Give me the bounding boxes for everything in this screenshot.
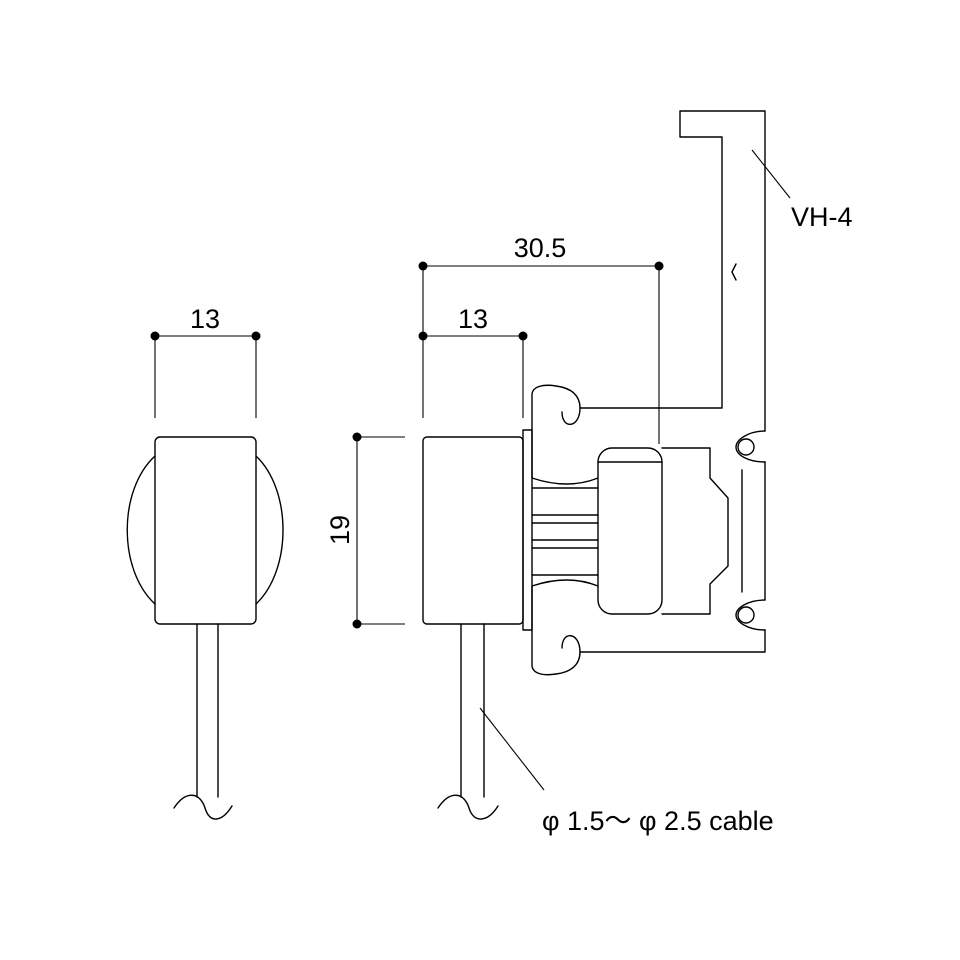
front-dim-13-dot-right <box>251 331 261 341</box>
front-dim-13-label: 13 <box>190 304 220 334</box>
side-view-cable <box>460 623 485 798</box>
front-view: 13 <box>126 304 284 820</box>
side-view-rail-hole-top <box>737 438 755 456</box>
cable-spec-leader <box>479 707 545 791</box>
front-view-clip-body <box>154 436 257 625</box>
side-view-lower-hook <box>531 585 766 676</box>
side-view-upper-hook-notch <box>561 407 581 425</box>
side-view-channel-3 <box>531 579 599 587</box>
side-dim-13-dot-right <box>518 331 528 341</box>
side-dim-19-label: 19 <box>325 515 355 545</box>
side-view-inner-block-outline <box>661 447 729 615</box>
side-view-clip-plate <box>522 429 533 631</box>
front-view-oval-right <box>255 455 284 605</box>
side-view-lower-hook-notch <box>561 635 581 653</box>
front-view-oval <box>126 455 156 605</box>
side-dim-30-5-dot-right <box>654 261 664 271</box>
side-dim-13-dot-left <box>418 331 428 341</box>
side-view-cable-break <box>437 794 499 820</box>
side-dim-13-label: 13 <box>458 304 488 334</box>
side-view-rail-nick <box>731 263 737 281</box>
front-view-cable <box>196 623 219 798</box>
side-view-inner-block <box>597 447 663 615</box>
rail-model-label: VH-4 <box>791 202 853 232</box>
side-view-rail-hole-bottom <box>737 606 755 624</box>
front-view-cable-break <box>173 794 233 820</box>
side-view-clip-body <box>422 436 524 625</box>
rail-model-leader <box>751 149 791 199</box>
side-view-upper-hook <box>531 110 766 479</box>
side-dim-19-dot-bottom <box>352 619 362 629</box>
side-view-channel-1 <box>531 477 599 485</box>
side-dim-30-5-label: 30.5 <box>514 233 567 263</box>
side-view: 30.5 13 19 VH-4 φ 1.5～ φ 2.5 cable <box>325 110 853 836</box>
side-dim-30-5-dot-left <box>418 261 428 271</box>
side-dim-19-dot-top <box>352 432 362 442</box>
side-view-channel-2 <box>531 487 599 576</box>
side-view-rail-notch-bottom <box>735 599 766 631</box>
cable-spec-label: φ 1.5～ φ 2.5 cable <box>542 806 774 836</box>
front-dim-13-dot-left <box>150 331 160 341</box>
side-view-rail-notch-top <box>735 430 766 463</box>
